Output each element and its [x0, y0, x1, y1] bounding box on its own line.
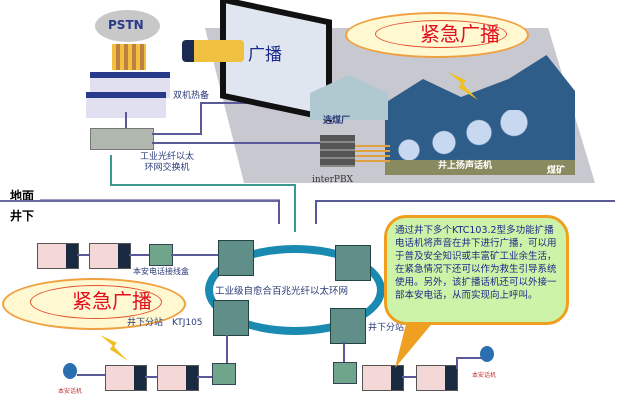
- broadcast-phone: [37, 243, 79, 269]
- mine-label: 煤矿: [547, 166, 566, 176]
- coal-prep-label: 选煤厂: [323, 116, 351, 126]
- ring-node: [335, 245, 371, 281]
- ground-strip: [385, 160, 575, 175]
- broadcast-phone: [362, 365, 404, 391]
- broadcast-phone: [157, 365, 199, 391]
- phone-icon: [63, 363, 77, 379]
- phone-left-label: 本安话机: [58, 388, 83, 395]
- fiber-ring: [205, 245, 385, 335]
- substation-label: 井下分站 KTJ105: [127, 318, 203, 328]
- pstn-label: PSTN: [108, 18, 144, 32]
- junction-box-label: 本安电话接线盒: [133, 267, 189, 276]
- pstn-cloud-icon: [95, 10, 160, 42]
- phone-right-label: 本安话机: [472, 372, 497, 379]
- interpbx-label: interPBX: [312, 175, 353, 185]
- surface-level-label: 地面: [10, 189, 35, 203]
- emergency-ring-inner-left: [30, 285, 162, 319]
- lightning-icon: [100, 335, 128, 361]
- broadcast-phone: [416, 365, 458, 391]
- emergency-ring-inner: [375, 20, 507, 48]
- surface-speakers-label: 井上扬声话机: [438, 161, 493, 171]
- emergency-broadcast-left: 紧急广播: [72, 289, 152, 313]
- ring-label: 工业级自愈合百兆光纤以太环网: [215, 286, 349, 297]
- ring-node: [218, 240, 254, 276]
- underground-level-label: 井下: [10, 209, 35, 223]
- interpbx-rack: [320, 135, 355, 167]
- phone-icon: [480, 346, 494, 362]
- pointing-hand-icon: [182, 40, 244, 62]
- pstn-arrows: [112, 44, 146, 70]
- pbx-cables: [355, 145, 390, 163]
- speaker-phones: [395, 110, 535, 160]
- screen-broadcast-label: 广播: [248, 45, 282, 65]
- emergency-broadcast-top: 紧急广播: [420, 22, 500, 46]
- broadcast-phone: [89, 243, 131, 269]
- junction-box: [333, 362, 357, 384]
- switch-label: 工业光纤以太 环网交换机: [140, 152, 195, 173]
- callout-bubble: 通过井下多个KTC103.2型多功能扩播电话机将声音在井下进行广播，可以用于普及…: [384, 215, 569, 325]
- substation-right-label: 井下分站: [368, 323, 405, 333]
- junction-box: [212, 363, 236, 385]
- uplink-arrow: [110, 155, 112, 185]
- ethernet-switch-icon: [90, 128, 154, 150]
- ring-node: [213, 300, 249, 336]
- ring-node: [330, 308, 366, 344]
- junction-box: [149, 244, 173, 266]
- dual-backup-label: 双机热备: [173, 91, 210, 101]
- broadcast-phone: [105, 365, 147, 391]
